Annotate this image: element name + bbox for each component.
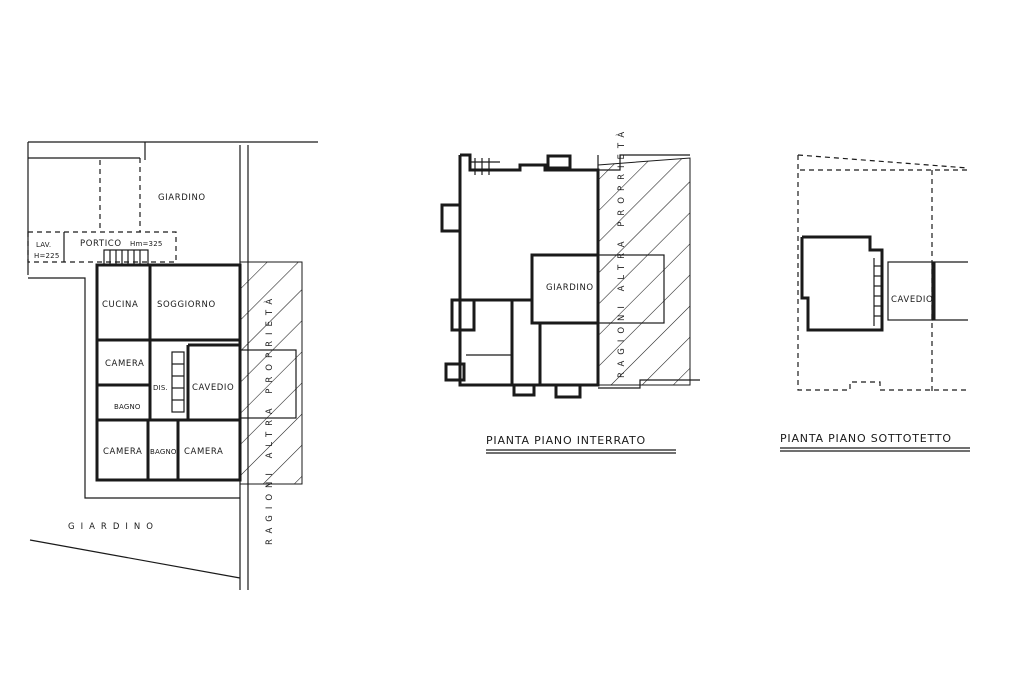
label-lav: LAV. [36,241,51,249]
basement-title: PIANTA PIANO INTERRATO [486,434,646,447]
basement-label-ragioni-altra-proprieta: RAGIONI ALTRA PROPRIETÀ [615,126,627,378]
label-giardino-top: GIARDINO [158,193,206,203]
portico-outline [27,231,177,263]
label-portico: PORTICO [80,239,122,249]
stairs [103,249,149,266]
attic-label-cavedio: CAVEDIO [891,295,933,305]
other-property-hatch [239,261,303,485]
label-cucina: CUCINA [102,300,138,310]
label-bagno-1: BAGNO [114,403,141,411]
attic-title: PIANTA PIANO SOTTOTETTO [780,432,952,445]
label-cavedio: CAVEDIO [192,383,234,393]
label-bagno-2: BAGNO [150,448,177,456]
label-giardino-bottom: GIARDINO [68,522,159,532]
attic-plan: CAVEDIO PIANTA PIANO SOTTOTETTO [780,154,970,452]
basement-plan: GIARDINO RAGIONI ALTRA PROPRIETÀ PIANTA … [440,126,700,454]
ground-floor-plan: GIARDINO LAV. H=225 PORTICO Hm=325 CUCIN… [27,141,318,590]
basement-label-giardino: GIARDINO [546,283,594,293]
label-camera-1: CAMERA [105,359,144,369]
label-dis: DIS. [153,384,168,392]
label-camera-2: CAMERA [103,447,142,457]
label-camera-3: CAMERA [184,447,223,457]
label-soggiorno: SOGGIORNO [157,300,216,310]
attic-cavedio [887,261,933,321]
label-portico-height: Hm=325 [130,240,163,248]
label-ragioni-altra-proprieta: RAGIONI ALTRA PROPRIETÀ [263,293,275,545]
label-lav-height: H=225 [34,252,60,260]
